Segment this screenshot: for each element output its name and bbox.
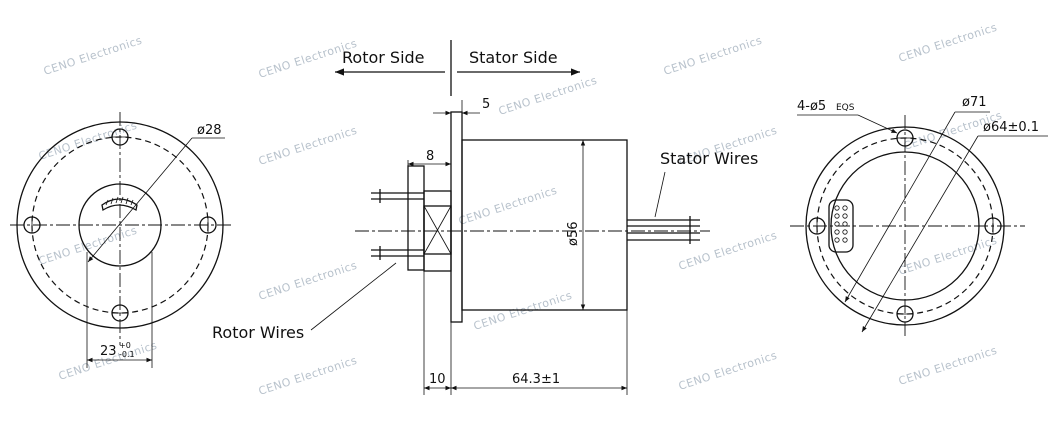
watermark: CENO Electronics	[37, 119, 139, 163]
mounting-hole	[23, 216, 41, 234]
bore-dim: 23	[100, 344, 117, 359]
mounting-hole	[199, 216, 217, 234]
watermark: CENO Electronics	[42, 34, 144, 78]
rotor-side-label: Rotor Side	[342, 48, 425, 67]
rotor-boss	[78, 183, 162, 267]
rotor-shaft	[407, 165, 425, 271]
stator-wires-leader	[654, 171, 666, 218]
stator-side-label: Stator Side	[469, 48, 558, 67]
pcd-leader	[861, 135, 979, 333]
key-slot-hatching	[105, 196, 134, 206]
mounting-hole	[111, 128, 129, 146]
holes-leader	[857, 114, 898, 134]
flange-thickness-dim: 5	[482, 97, 490, 112]
rotor-diameter-dim: ø28	[197, 123, 222, 138]
side-view: Rotor Side Stator Side Stator W	[212, 40, 758, 395]
shaft-length-dim: 8	[426, 149, 434, 164]
watermark: CENO Electronics	[897, 344, 999, 388]
mounting-hole	[896, 129, 914, 147]
flange-diameter-dim: ø71	[962, 95, 987, 110]
bore-tol-upper: +0	[119, 341, 131, 350]
watermark: CENO Electronics	[662, 34, 764, 78]
flange-outline	[805, 126, 1005, 326]
watermark: CENO Electronics	[497, 74, 599, 118]
watermark: CENO Electronics	[472, 289, 574, 333]
bore-tol-lower: -0.1	[119, 350, 135, 359]
shaft-key-slot	[101, 198, 138, 212]
rotor-dia-leader	[87, 137, 193, 263]
watermark: CENO Electronics	[897, 21, 999, 65]
watermark: CENO Electronics	[257, 124, 359, 168]
watermark: CENO Electronics	[257, 354, 359, 398]
connector-pins	[834, 205, 848, 243]
rotor-wires-leader	[310, 262, 397, 331]
stator-body-outline	[830, 151, 980, 301]
stator-body	[461, 139, 628, 311]
stator-wires-label: Stator Wires	[660, 149, 758, 168]
body-diameter-dim: ø56	[566, 222, 581, 247]
watermark: CENO Electronics	[677, 349, 779, 393]
watermark: CENO Electronics	[457, 184, 559, 228]
mounting-hole	[808, 217, 826, 235]
mounting-hole	[111, 304, 129, 322]
body-length-dim: 64.3±1	[512, 372, 560, 387]
pcd-dim: ø64±0.1	[983, 120, 1039, 135]
watermark: CENO Electronics	[257, 259, 359, 303]
connector-outline	[828, 199, 854, 253]
flange-offset-dim: 10	[429, 372, 446, 387]
holes-dim: 4-ø5	[797, 99, 826, 114]
terminal-block-cross	[423, 205, 452, 255]
rotor-end-view: ø28 23 +0 -0.1	[10, 112, 232, 368]
watermark: CENO Electronics	[37, 224, 139, 268]
watermark: CENO Electronics	[677, 229, 779, 273]
watermark-layer: CENO Electronics CENO Electronics CENO E…	[37, 21, 1004, 398]
rotor-wire-bundle-upper	[371, 189, 424, 203]
flange-dia-leader	[844, 111, 956, 303]
rotor-wires-label: Rotor Wires	[212, 323, 304, 342]
flange-outline	[16, 121, 224, 329]
holes-eqs: EQS	[836, 103, 855, 113]
watermark: CENO Electronics	[897, 234, 999, 278]
mounting-hole	[984, 217, 1002, 235]
mounting-hole	[896, 305, 914, 323]
stator-wire-bundle	[627, 216, 700, 244]
rotor-wire-bundle-lower	[371, 246, 424, 260]
stator-end-view: 4-ø5 EQS ø71 ø64±0.1	[790, 95, 1048, 338]
